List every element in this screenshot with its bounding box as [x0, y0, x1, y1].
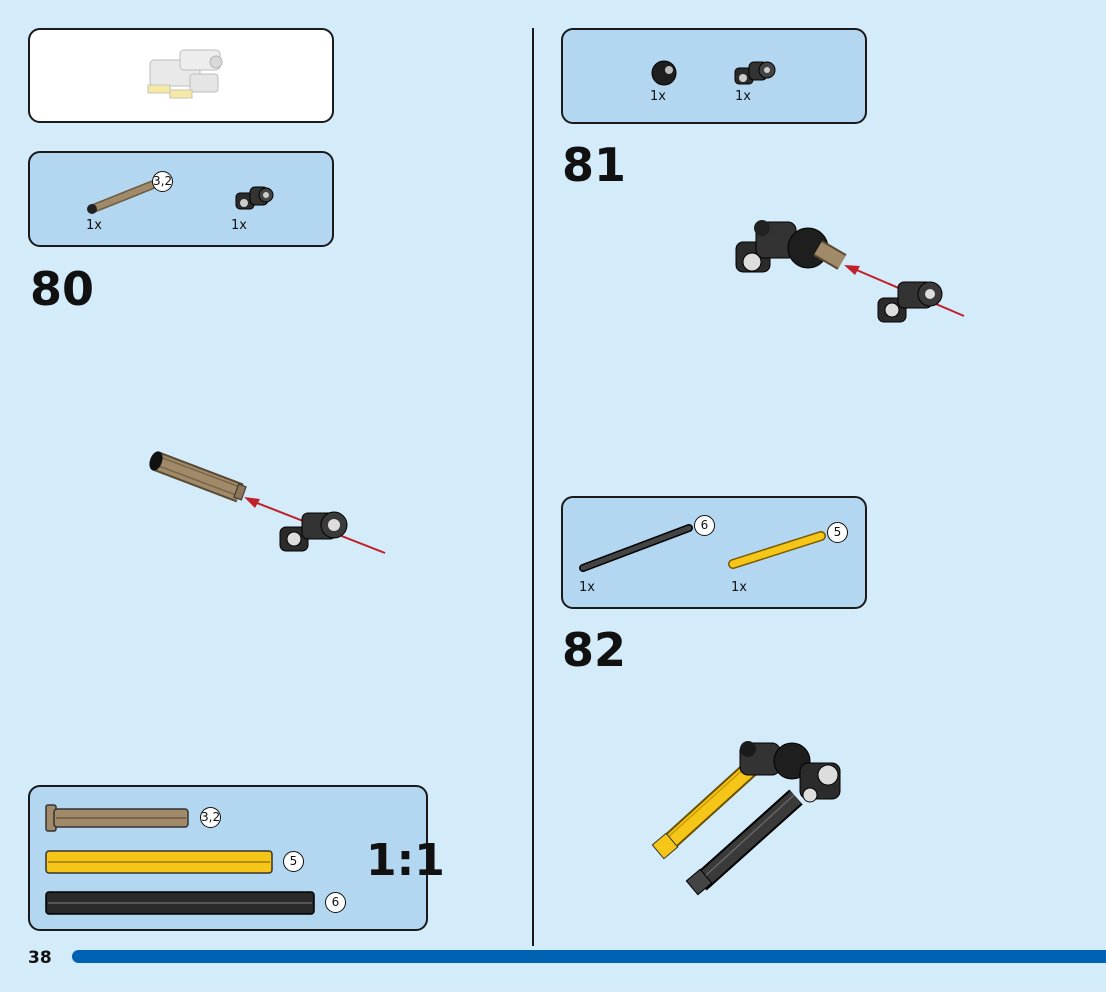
ball-joint-icon: [651, 60, 677, 86]
part-qty: 1x: [86, 218, 102, 233]
connector-icon: [734, 61, 776, 85]
scale-length-badge: 5: [283, 851, 304, 872]
scale-label: 1:1: [366, 835, 445, 886]
part-length-badge: 3,2: [152, 171, 173, 192]
step-number: 82: [562, 623, 627, 677]
subassembly-icon: [147, 49, 223, 99]
step-81-parts-callout: 1x 1x: [561, 28, 867, 124]
tan-axle-icon: [87, 180, 157, 214]
yellow-axle-icon: [728, 531, 826, 569]
step-82-illustration: [651, 741, 841, 896]
black-axle-icon: [45, 891, 315, 915]
scale-length-badge: 3,2: [200, 807, 221, 828]
step-number: 80: [30, 262, 95, 316]
scale-length-badge: 6: [325, 892, 346, 913]
step-number: 81: [562, 138, 627, 192]
connector-icon: [235, 186, 274, 210]
scale-chart: 3,2 5 6 1:1: [28, 785, 445, 931]
black-axle-icon: [579, 524, 693, 572]
part-qty: 1x: [231, 218, 247, 233]
yellow-axle-icon: [45, 850, 273, 874]
step-80-parts-callout: 3,2 1x 1x: [28, 151, 334, 247]
part-length-badge: 6: [694, 515, 715, 536]
page-number: 38: [28, 948, 52, 968]
column-divider: [532, 28, 534, 946]
step-82-parts-callout: 6 1x 5 1x: [561, 496, 867, 609]
part-length-badge: 5: [827, 522, 848, 543]
part-qty: 1x: [579, 580, 595, 595]
part-qty: 1x: [650, 89, 666, 104]
part-qty: 1x: [731, 580, 747, 595]
step-80-illustration: [149, 451, 386, 554]
page-bar: [72, 950, 1106, 963]
step-81-illustration: [735, 220, 965, 323]
part-qty: 1x: [735, 89, 751, 104]
subassembly-preview: [28, 28, 334, 123]
tan-axle-icon: [45, 804, 189, 832]
